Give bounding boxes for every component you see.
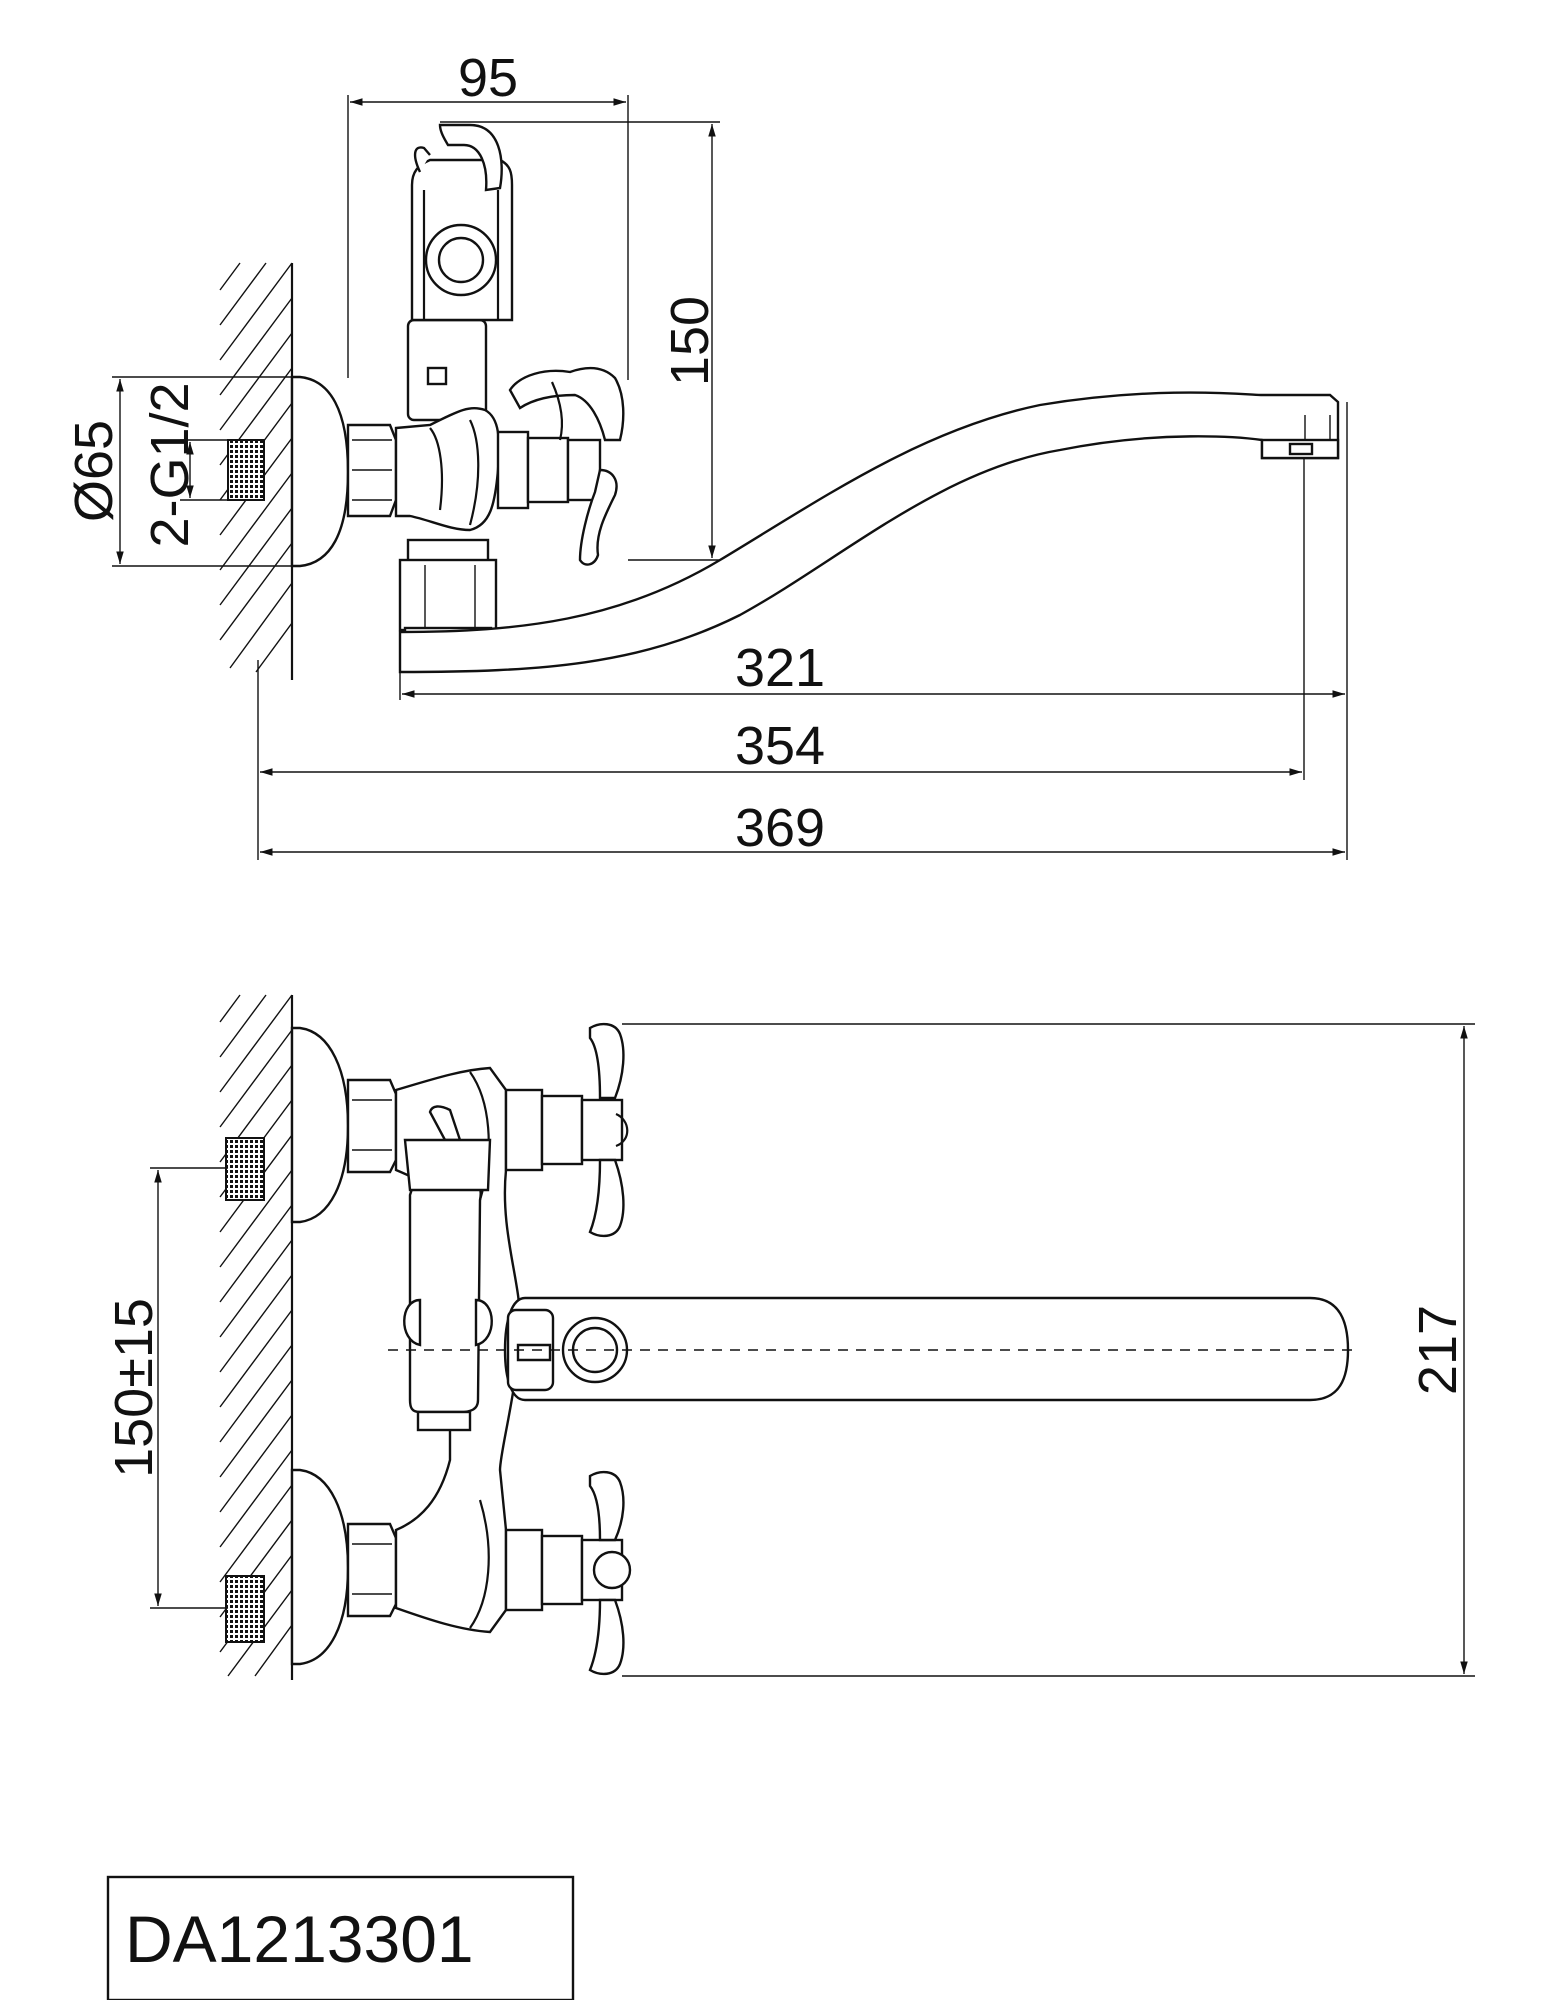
dim-label-321: 321: [735, 638, 825, 698]
thread-inlet-upper: [225, 1137, 265, 1201]
dim-label-95: 95: [458, 48, 518, 108]
front-view: 150±15 217: [104, 994, 1475, 1680]
dim-label-thread: 2-G1/2: [140, 382, 200, 547]
hex-nut-lower: [346, 1522, 398, 1618]
model-code: DA1213301: [125, 1902, 474, 1976]
spout-top: [398, 391, 1340, 674]
mixer-body-top: [394, 406, 501, 532]
top-view: 95 150 Ø65 2-G1/2 321 354 369: [64, 48, 1348, 860]
dim-label-centers: 150±15: [104, 1298, 164, 1478]
dim-label-150: 150: [660, 296, 720, 386]
wall-flange-upper: [290, 1026, 350, 1224]
dim-label-354: 354: [735, 716, 825, 776]
dim-label-217: 217: [1408, 1305, 1468, 1395]
cross-handle-lower: [504, 1470, 632, 1676]
hex-nut-upper: [346, 1078, 398, 1174]
wall-flange-top: [290, 375, 350, 568]
thread-inlet-top: [227, 439, 265, 501]
dim-label-diameter: Ø65: [64, 420, 124, 522]
model-code-box: DA1213301: [106, 1875, 575, 2000]
cross-handle-upper: [504, 1022, 629, 1238]
shower-holder-top: [406, 123, 514, 422]
cross-handle-top: [496, 366, 625, 566]
thread-inlet-lower: [225, 1575, 265, 1643]
shower-holder-front: [403, 1105, 493, 1432]
dim-label-369: 369: [735, 798, 825, 858]
spout-front: [503, 1296, 1350, 1402]
wall-flange-lower: [290, 1468, 350, 1666]
